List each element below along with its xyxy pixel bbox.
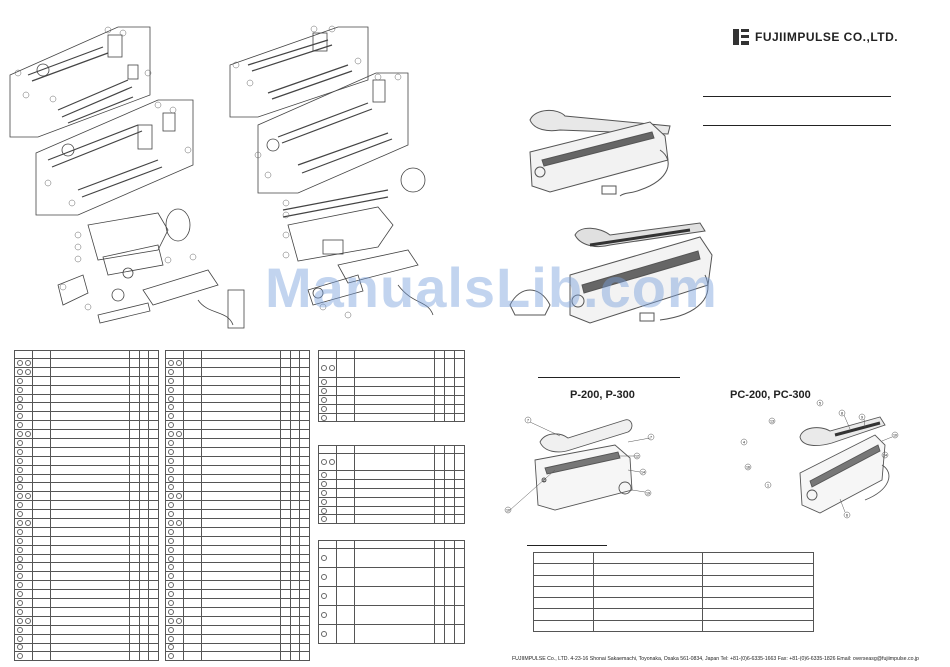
parts-table-2 xyxy=(165,350,310,662)
callout-number: 14 xyxy=(883,453,887,457)
callout-number: 5 xyxy=(819,401,821,405)
exploded-diagram-middle xyxy=(229,25,434,319)
callout-number: 16 xyxy=(746,465,750,469)
callout-number: 19 xyxy=(646,491,650,495)
callout-number: 10 xyxy=(506,508,510,512)
title-line-2 xyxy=(703,125,891,126)
callout-number: 4 xyxy=(743,440,745,444)
parts-table-4 xyxy=(318,445,465,525)
callout-number: 8 xyxy=(841,411,843,415)
footer-address: FUJIIMPULSE Co., LTD. 4-23-16 Shonai Sak… xyxy=(512,656,919,662)
spec-table xyxy=(533,551,814,633)
parts-table-3 xyxy=(318,350,465,423)
model-label-left: P-200, P-300 xyxy=(570,389,635,401)
callout-number: 9 xyxy=(861,415,863,419)
callout-number: 7 xyxy=(527,418,529,422)
company-logo-icon xyxy=(733,29,749,45)
section-heading-line xyxy=(538,377,680,378)
spec-heading-line xyxy=(527,545,607,546)
company-name: FUJIIMPULSE CO.,LTD. xyxy=(755,30,899,44)
product-image-pc-series xyxy=(509,222,713,324)
callout-number: 12 xyxy=(635,454,639,458)
company-logo: FUJIIMPULSE CO.,LTD. xyxy=(733,26,908,48)
callout-number: 14 xyxy=(641,470,645,474)
product-image-p-series xyxy=(529,110,671,197)
title-line-1 xyxy=(703,96,891,97)
parts-table-5 xyxy=(318,540,465,644)
callout-number: 6 xyxy=(846,513,848,517)
callout-number: 10 xyxy=(893,433,897,437)
parts-table-1 xyxy=(14,350,159,662)
callout-number: 13 xyxy=(770,419,774,423)
model-label-right: PC-200, PC-300 xyxy=(730,389,811,401)
callout-number: 11 xyxy=(542,478,546,482)
exploded-diagram-left xyxy=(9,26,245,329)
labeled-diagram-p: 7 7 12 14 19 10 11 xyxy=(504,416,655,514)
callout-number: 7 xyxy=(650,435,652,439)
watermark: ManualsLib.com xyxy=(265,256,718,319)
callout-number: 1 xyxy=(767,483,769,487)
